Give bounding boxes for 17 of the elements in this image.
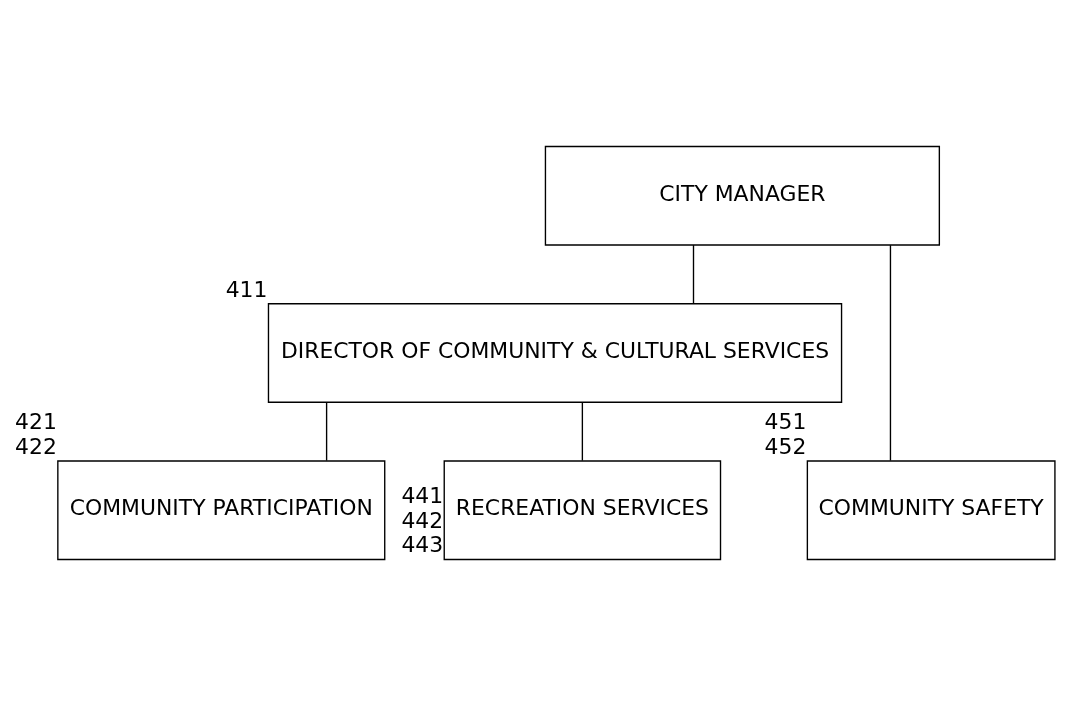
connector bbox=[889, 244, 892, 462]
node-label: 411 bbox=[225, 276, 268, 302]
node-box: CITY MANAGER bbox=[544, 145, 941, 246]
node-box: RECREATION SERVICES bbox=[443, 460, 722, 561]
node-label: 451 bbox=[764, 409, 807, 435]
node-label: 421 bbox=[15, 409, 57, 435]
node-box: DIRECTOR OF COMMUNITY & CULTURAL SERVICES bbox=[267, 303, 843, 403]
node-label: 442 bbox=[401, 507, 444, 533]
connector bbox=[581, 401, 584, 462]
node-label: 422 bbox=[15, 433, 57, 459]
connector bbox=[325, 401, 328, 462]
node-label: 452 bbox=[764, 433, 807, 459]
node-label: 441 bbox=[401, 483, 444, 509]
connector bbox=[692, 244, 695, 304]
node-label: 443 bbox=[401, 532, 444, 558]
node-box: COMMUNITY PARTICIPATION bbox=[57, 460, 386, 561]
node-box: COMMUNITY SAFETY bbox=[806, 460, 1056, 561]
